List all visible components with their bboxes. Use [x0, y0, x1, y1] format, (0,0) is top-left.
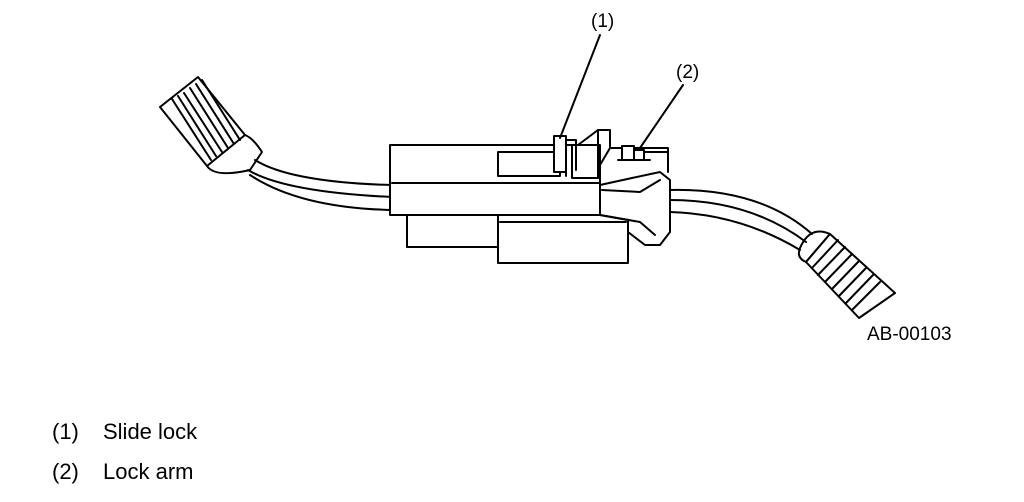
- callout-1-label: (1): [591, 11, 615, 32]
- callout-1-leader: [560, 35, 600, 138]
- left-wires: [248, 160, 392, 210]
- legend-item: (2) Lock arm: [52, 452, 197, 492]
- right-corrugated-tube: [799, 231, 895, 318]
- legend-text: Lock arm: [103, 459, 194, 484]
- callout-2-label: (2): [676, 62, 700, 83]
- right-wires: [670, 190, 812, 250]
- lock-arm: [622, 146, 668, 160]
- figure-id: AB-00103: [867, 324, 952, 345]
- legend-number: (2): [52, 459, 79, 484]
- left-corrugated-tube: [160, 77, 262, 173]
- legend-number: (1): [52, 419, 79, 444]
- slide-lock: [554, 136, 576, 172]
- legend-text: Slide lock: [103, 419, 198, 444]
- connector-diagram: [0, 0, 1024, 390]
- callout-2-leader: [640, 85, 683, 148]
- legend-item: (1) Slide lock: [52, 412, 197, 452]
- legend: (1) Slide lock (2) Lock arm: [52, 412, 197, 492]
